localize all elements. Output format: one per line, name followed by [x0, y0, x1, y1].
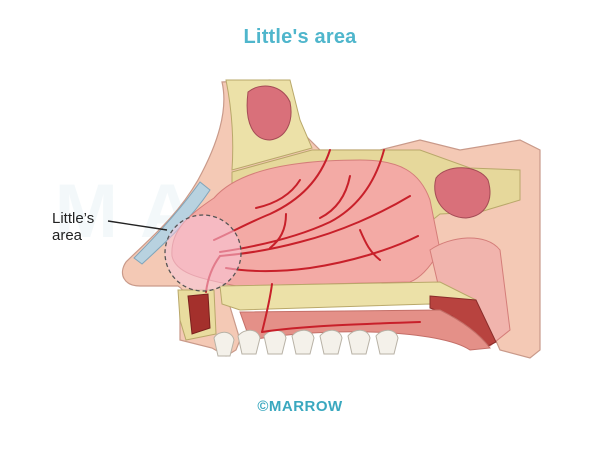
sphenoid-sinus — [434, 167, 491, 219]
nasal-cartilage — [133, 181, 211, 265]
diagram-title: Little's area — [243, 26, 357, 48]
teeth — [213, 329, 399, 357]
septal-arteries — [205, 149, 421, 333]
lip-muscle — [187, 293, 211, 335]
label-line-1: Little’s — [52, 210, 95, 227]
littles-area-label: Little’s area — [52, 210, 94, 244]
frontal-sinus — [246, 85, 292, 141]
littles-area-circle — [164, 214, 242, 292]
callout-leader-line — [107, 220, 168, 231]
label-line-2: area — [52, 227, 83, 244]
copyright-footer: ©MARROW — [257, 398, 343, 415]
